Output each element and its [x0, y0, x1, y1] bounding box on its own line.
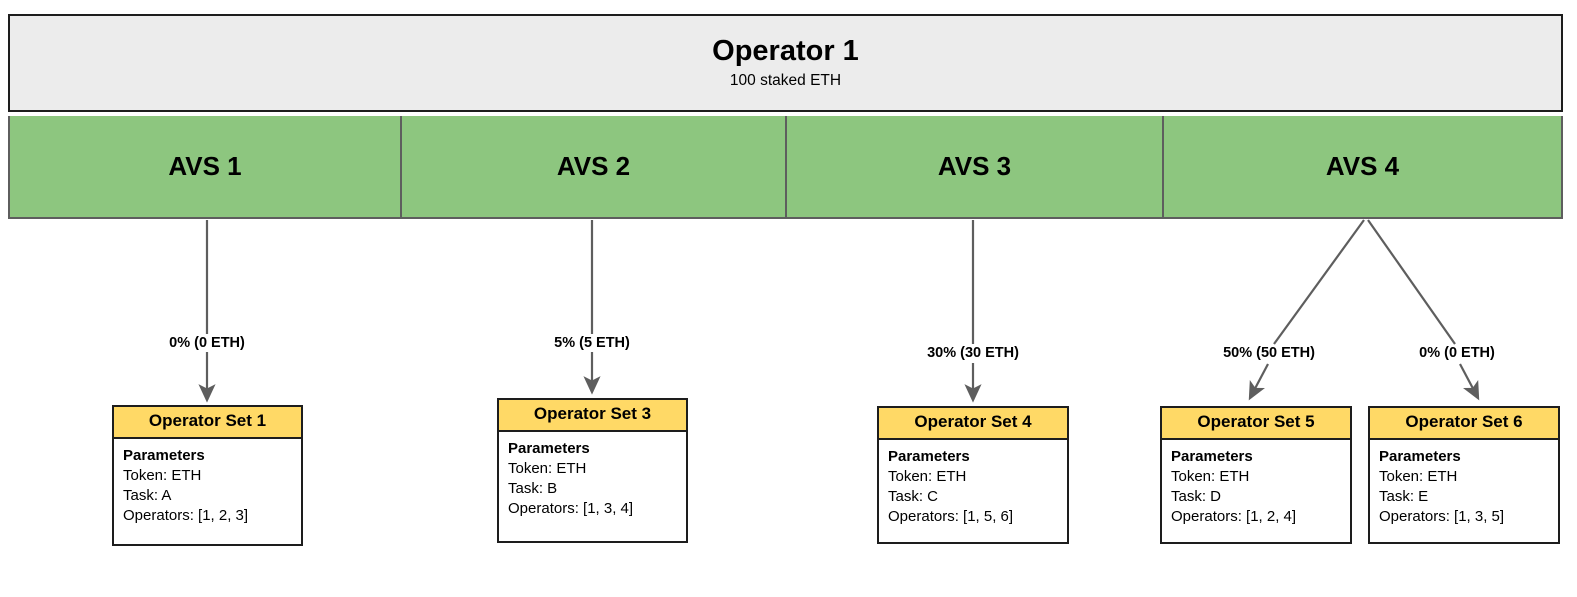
edge-avs4-opset6-upper: [1367, 219, 1456, 345]
edge-label-avs2: 5% (5 ETH): [551, 335, 633, 351]
operator-set-node-4[interactable]: Operator Set 4 Parameters Token: ETH Tas…: [877, 406, 1069, 544]
operator-set-node-5[interactable]: Operator Set 5 Parameters Token: ETH Tas…: [1160, 406, 1352, 544]
operator-set-body-6: Parameters Token: ETH Task: E Operators:…: [1370, 440, 1558, 536]
operator-set-title-1: Operator Set 1: [114, 407, 301, 439]
operator-set-title-6: Operator Set 6: [1370, 408, 1558, 440]
avs-label-4: AVS 4: [1325, 151, 1400, 181]
operator-set-body-5: Parameters Token: ETH Task: D Operators:…: [1162, 440, 1350, 536]
param-operators-4: Operators: [1, 5, 6]: [888, 508, 1014, 526]
operator-set-node-3[interactable]: Operator Set 3 Parameters Token: ETH Tas…: [497, 398, 688, 543]
param-task-3: Task: B: [508, 480, 558, 498]
param-token-6: Token: ETH: [1379, 467, 1458, 485]
param-token-5: Token: ETH: [1171, 467, 1250, 485]
edge-label-avs3: 30% (30 ETH): [924, 345, 1022, 361]
avs-label-1: AVS 1: [168, 151, 242, 181]
param-operators-6: Operators: [1, 3, 5]: [1379, 508, 1505, 526]
edge-avs4-opset5-lower: [1248, 363, 1269, 401]
avs-label-2: AVS 2: [556, 151, 631, 181]
operator-set-title-4: Operator Set 4: [879, 408, 1067, 440]
operator-title: Operator 1: [712, 34, 859, 67]
avs-node-1[interactable]: AVS 1: [10, 116, 402, 217]
edge-avs4-opset5-upper: [1273, 219, 1365, 345]
edge-label-avs1: 0% (0 ETH): [166, 335, 248, 351]
params-heading-5: Parameters: [1171, 447, 1253, 465]
param-operators-5: Operators: [1, 2, 4]: [1171, 508, 1297, 526]
param-task-4: Task: C: [888, 488, 939, 506]
edge-avs4-opset6-lower: [1459, 363, 1480, 401]
avs-node-4[interactable]: AVS 4: [1164, 116, 1561, 217]
params-heading-1: Parameters: [123, 446, 205, 464]
params-heading-4: Parameters: [888, 447, 970, 465]
params-heading-6: Parameters: [1379, 447, 1461, 465]
operator-set-title-3: Operator Set 3: [499, 400, 686, 432]
operator-node: Operator 1 100 staked ETH: [8, 14, 1563, 112]
operator-set-body-3: Parameters Token: ETH Task: B Operators:…: [499, 432, 686, 528]
param-operators-3: Operators: [1, 3, 4]: [508, 500, 634, 518]
param-task-5: Task: D: [1171, 488, 1222, 506]
param-task-1: Task: A: [123, 487, 172, 505]
operator-set-body-1: Parameters Token: ETH Task: A Operators:…: [114, 439, 301, 535]
edge-label-avs4-opset5: 50% (50 ETH): [1220, 345, 1318, 361]
avs-node-3[interactable]: AVS 3: [787, 116, 1164, 217]
operator-set-body-4: Parameters Token: ETH Task: C Operators:…: [879, 440, 1067, 536]
avs-label-3: AVS 3: [937, 151, 1012, 181]
avs-node-2[interactable]: AVS 2: [402, 116, 787, 217]
params-heading-3: Parameters: [508, 439, 590, 457]
param-token-1: Token: ETH: [123, 466, 202, 484]
edge-label-avs4-opset6: 0% (0 ETH): [1416, 345, 1498, 361]
avs-row: AVS 1 AVS 2 AVS 3 AVS 4: [8, 116, 1563, 219]
param-token-3: Token: ETH: [508, 459, 587, 477]
operator-set-node-1[interactable]: Operator Set 1 Parameters Token: ETH Tas…: [112, 405, 303, 546]
operator-set-title-5: Operator Set 5: [1162, 408, 1350, 440]
param-token-4: Token: ETH: [888, 467, 967, 485]
param-task-6: Task: E: [1379, 488, 1429, 506]
param-operators-1: Operators: [1, 2, 3]: [123, 507, 249, 525]
operator-stake: 100 staked ETH: [729, 72, 842, 90]
operator-set-node-6[interactable]: Operator Set 6 Parameters Token: ETH Tas…: [1368, 406, 1560, 544]
